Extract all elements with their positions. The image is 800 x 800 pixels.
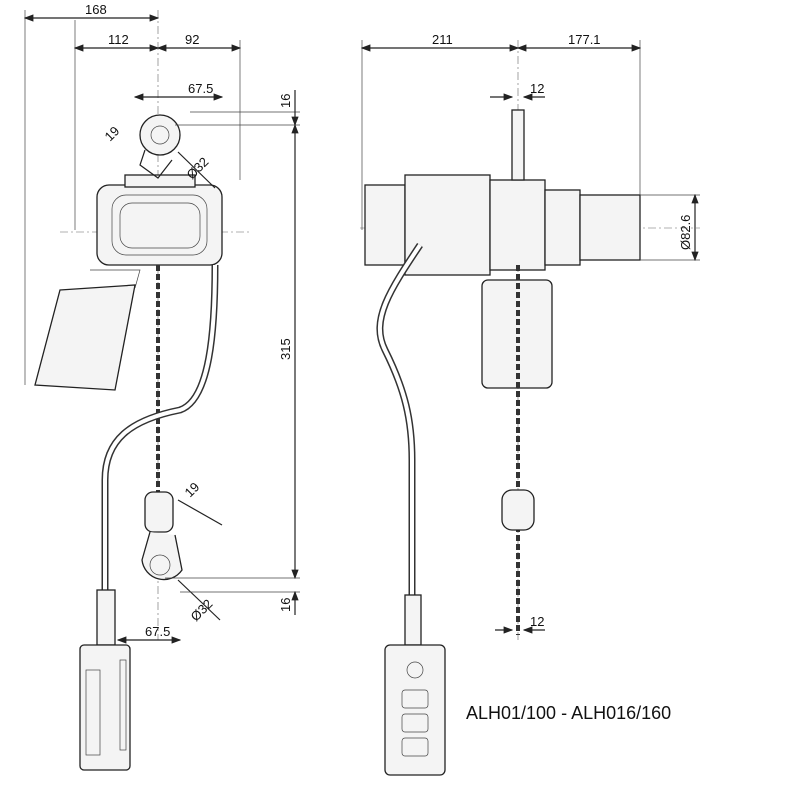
dim-side-width-left: 211 bbox=[432, 32, 453, 47]
side-view: 211 177.1 12 Ø82.6 12 bbox=[360, 32, 700, 776]
hoist-housing bbox=[96, 184, 223, 266]
dim-width-right: 92 bbox=[185, 32, 199, 47]
dim-width-total: 168 bbox=[85, 2, 107, 17]
dim-hook-bottom-offset: 67.5 bbox=[145, 624, 170, 639]
handle-plate bbox=[34, 284, 136, 391]
dim-motor-diameter: Ø82.6 bbox=[678, 215, 693, 250]
pendant-side bbox=[384, 644, 446, 776]
dim-hook-top-gap: 16 bbox=[278, 94, 293, 108]
dim-width-left: 112 bbox=[108, 32, 129, 47]
dim-chain-offset-top: 12 bbox=[530, 81, 544, 96]
front-view: 168 112 92 67.5 16 19 Ø32 315 19 Ø32 16 … bbox=[23, 2, 300, 771]
hoist-body-side bbox=[404, 174, 491, 276]
model-title: ALH01/100 - ALH016/160 bbox=[466, 703, 671, 723]
dim-hook-bottom-diameter: Ø32 bbox=[188, 596, 216, 624]
dim-height: 315 bbox=[278, 338, 293, 360]
dim-hook-top-throat: 19 bbox=[102, 123, 123, 144]
dim-chain-offset-bottom: 12 bbox=[530, 614, 544, 629]
top-hook bbox=[139, 114, 181, 156]
dim-side-width-right: 177.1 bbox=[568, 32, 601, 47]
dim-hook-bottom-throat: 19 bbox=[182, 479, 203, 500]
bottom-hook-block bbox=[144, 491, 174, 533]
pendant-front bbox=[79, 644, 131, 771]
motor bbox=[579, 194, 641, 261]
gearbox bbox=[364, 184, 406, 266]
dim-hook-bottom-gap: 16 bbox=[278, 598, 293, 612]
dim-hook-top-offset: 67.5 bbox=[188, 81, 213, 96]
